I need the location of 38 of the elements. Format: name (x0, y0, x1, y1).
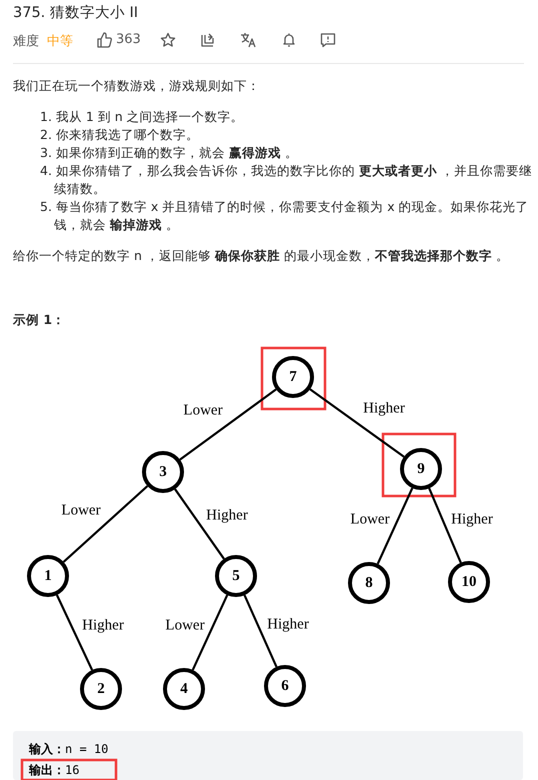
connector-line (309, 388, 405, 458)
node-circle: 8 (348, 562, 390, 604)
rule-item: 3. 如果你猜到正确的数字，就会 赢得游戏 。 (40, 144, 299, 162)
edge-label: Higher (450, 512, 494, 528)
node-circle: 7 (272, 356, 314, 398)
rule-item: 4. 如果你猜错了，那么我会告诉你，我选的数字比你的 更大或者更小 ，并且你需要继续猜数。 (40, 162, 533, 198)
node-circle: 6 (264, 665, 306, 707)
connector-line (376, 488, 414, 564)
edge-label: Higher (266, 616, 310, 634)
connector-line (174, 488, 225, 560)
node-circle: 4 (163, 668, 205, 710)
difficulty-label: 难度 (13, 33, 39, 50)
connector-line (62, 485, 148, 563)
edge-label: Higher (362, 400, 406, 418)
connector-line (244, 594, 278, 668)
node-circle: 1 (27, 555, 69, 597)
node-circle: 10 (448, 561, 490, 603)
difficulty-value: 中等 (47, 33, 73, 50)
node-circle: 9 (400, 448, 442, 490)
node-circle: 3 (142, 451, 184, 493)
example-heading: 示例 1： (13, 312, 66, 329)
connector-line (428, 488, 462, 564)
edge-label: Higher (205, 508, 249, 524)
connector-line (192, 594, 228, 670)
like-count: 363 (116, 32, 141, 47)
intro-text: 我们正在玩一个猜数游戏，游戏规则如下： (13, 78, 260, 95)
connector-line (56, 594, 94, 670)
node-circle: 5 (215, 555, 257, 597)
rule-item: 5. 每当你猜了数字 x 并且猜错了的时候，你需要支付金额为 x 的现金。如果你花光了钱，就会 输掉游戏 。 (40, 198, 530, 234)
title: 375. 猜数字大小 II (13, 4, 138, 22)
rule-item: 2. 你来猜我选了哪个数字。 (40, 126, 200, 144)
edge-label: Higher (81, 618, 125, 634)
node-circle: 2 (80, 668, 122, 710)
input-line: 输入：n = 10 (29, 741, 108, 758)
rule-item: 1. 我从 1 到 n 之间选择一个数字。 (40, 108, 245, 126)
task-text: 给你一个特定的数字 n ，返回能够 确保你获胜 的最小现金数，不管我选择那个数字 。 (13, 248, 509, 265)
connector-line (179, 388, 277, 460)
output-line: 输出：16 (29, 762, 80, 779)
